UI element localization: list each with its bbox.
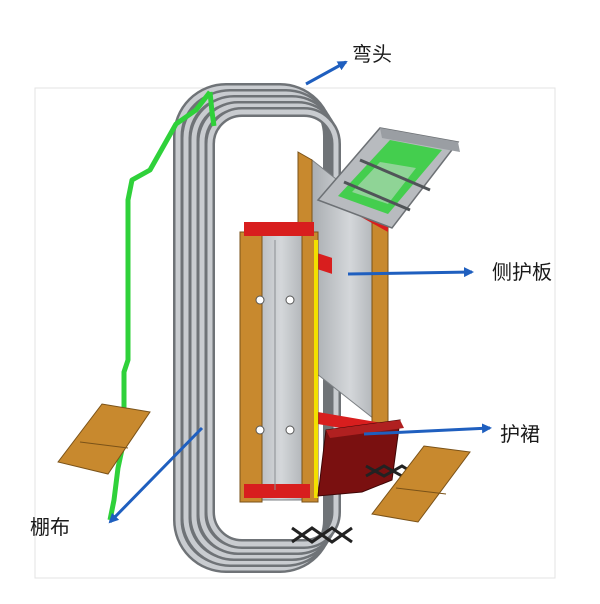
canopy-frame (107, 90, 217, 521)
arrow-skirt (363, 423, 492, 436)
skirt (317, 419, 404, 497)
right-foot-plate (371, 445, 471, 523)
arrow-elbow (305, 60, 348, 86)
scissor-linkage-lower (291, 526, 353, 544)
label-elbow: 弯头 (352, 42, 392, 66)
label-canopy: 棚布 (30, 515, 70, 539)
label-skirt: 护裙 (500, 422, 540, 446)
left-foot-plate (57, 403, 151, 475)
top-cover-plate (316, 127, 460, 229)
label-side-guard: 侧护板 (492, 260, 552, 284)
side-guard-plate-front (239, 222, 319, 503)
arrow-canopy (108, 426, 204, 524)
callout-arrows (108, 60, 492, 524)
arrow-side-guard (347, 267, 474, 278)
